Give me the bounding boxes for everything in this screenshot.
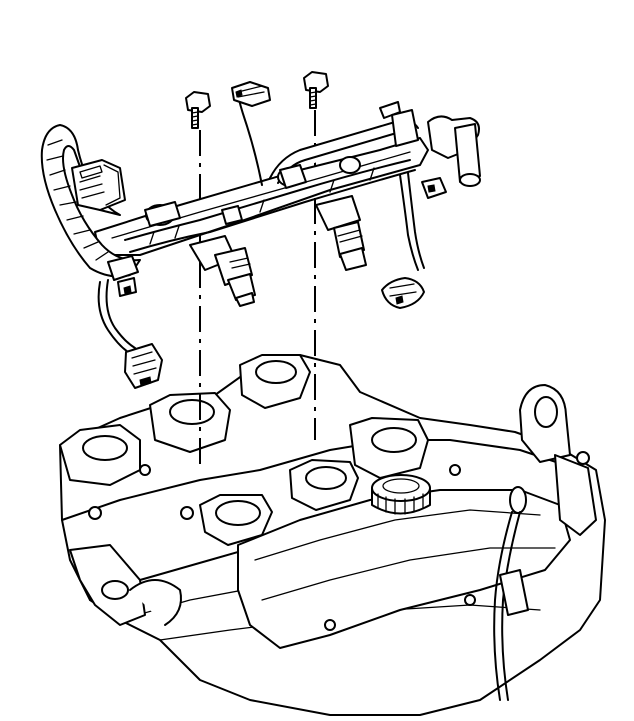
mounting-bolt-left [185, 91, 211, 129]
front-bracket [69, 544, 182, 626]
fuel-injector-left [189, 235, 256, 307]
intake-manifold [59, 354, 461, 546]
electrical-connector-lower-left [124, 343, 163, 389]
connector-rail-right [421, 177, 447, 199]
mounting-bolt-right [303, 71, 329, 109]
sensor-connector-top [231, 81, 271, 107]
lifting-bracket [519, 384, 597, 536]
oil-filler-cap [371, 474, 431, 515]
electrical-connector-right [381, 277, 425, 309]
alignment-lines [199, 110, 316, 470]
ground-strap [493, 486, 529, 701]
fuel-rail-fitting [379, 101, 481, 187]
electrical-connector-main [71, 159, 126, 211]
harness-clip [144, 164, 307, 227]
wiring-harness [40, 94, 425, 353]
fuel-injector-right [315, 195, 367, 271]
electrical-connector-rail-left [107, 255, 139, 297]
